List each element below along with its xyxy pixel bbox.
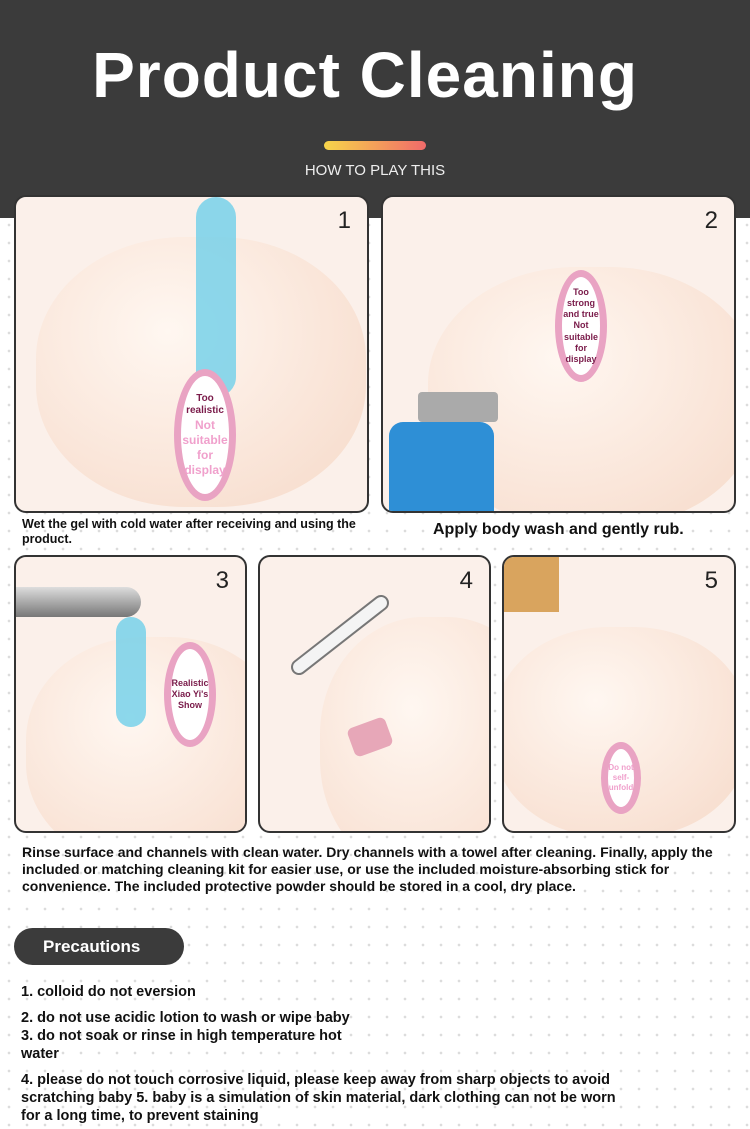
water-stream (196, 197, 236, 397)
faucet (16, 587, 141, 617)
product-illustration (320, 617, 489, 831)
precaution-item: 1. colloid do not eversion (21, 984, 196, 1000)
step-number: 1 (337, 207, 351, 234)
precautions-heading: Precautions (14, 928, 184, 965)
censor-label: Realistic Xiao Yi's Show (164, 642, 216, 747)
step-5-panel: Do not self-unfold 5 (502, 555, 736, 833)
page-title: Product Cleaning (92, 39, 638, 111)
header-banner: Product Cleaning HOW TO PLAY THIS (0, 0, 750, 218)
step-4-panel: 4 (258, 555, 491, 833)
step-number: 5 (704, 567, 718, 594)
censor-label: Too strong and true Not suitable for dis… (555, 270, 607, 382)
step-number: 3 (215, 567, 229, 594)
step-number: 2 (704, 207, 718, 234)
censor-label: Too realistic Not suitable for display (174, 369, 236, 501)
step-2-panel: Too strong and true Not suitable for dis… (381, 195, 736, 513)
step-number: 4 (459, 567, 473, 594)
step-2-caption: Apply body wash and gently rub. (433, 521, 684, 538)
accent-bar (324, 141, 426, 150)
precautions-list: 1. colloid do not eversion 2. do not use… (21, 983, 631, 1129)
body-wash-bottle (389, 422, 494, 511)
precaution-item: 3. do not soak or rinse in high temperat… (21, 1028, 342, 1062)
instructions-text: Rinse surface and channels with clean wa… (22, 844, 713, 894)
powder-container (504, 557, 559, 612)
censor-label: Do not self-unfold (601, 742, 641, 814)
precaution-item: 2. do not use acidic lotion to wash or w… (21, 1010, 350, 1026)
step-1-panel: Too realistic Not suitable for display 1 (14, 195, 369, 513)
precaution-item: 4. please do not touch corrosive liquid,… (21, 1072, 616, 1124)
pump-head (418, 392, 498, 422)
page-subtitle: HOW TO PLAY THIS (304, 162, 446, 179)
step-1-caption: Wet the gel with cold water after receiv… (22, 517, 356, 546)
water-stream (116, 617, 146, 727)
step-3-panel: Realistic Xiao Yi's Show 3 (14, 555, 247, 833)
